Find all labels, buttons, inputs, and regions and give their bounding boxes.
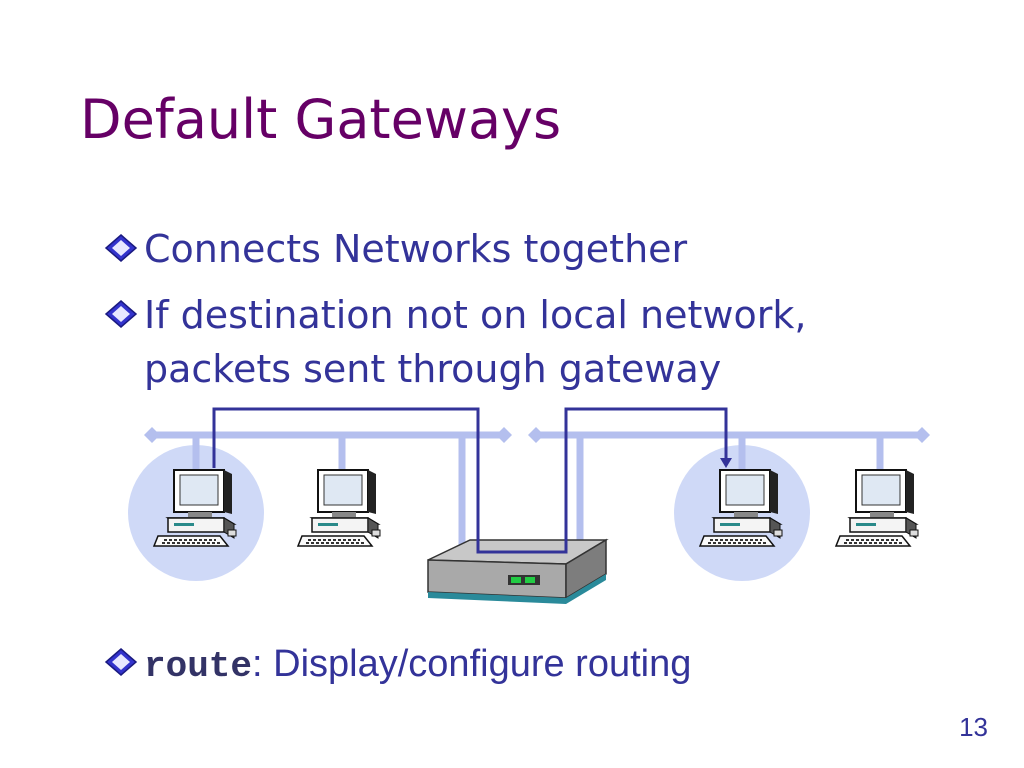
right-network-bus [536, 431, 922, 548]
computer-icon [297, 469, 381, 547]
route-arrowhead [720, 458, 732, 468]
slide-title: Default Gateways [80, 88, 562, 151]
route-command-code: route [144, 646, 253, 687]
route-path [212, 407, 728, 554]
route-command-description: : Display/configure routing [252, 643, 692, 685]
left-network-bus [152, 431, 504, 548]
diamond-bullet-icon [104, 300, 138, 328]
bullet-text: Connects Networks together [144, 227, 688, 271]
page-number: 13 [959, 712, 988, 742]
bullet-text-line1: If destination not on local network, [144, 293, 807, 337]
router-icon [427, 538, 609, 604]
diamond-bullet-icon [104, 648, 138, 676]
bullet-text-line2: packets sent through gateway [144, 347, 722, 391]
diamond-bullet-icon [104, 234, 138, 262]
computer-icon [835, 469, 919, 547]
